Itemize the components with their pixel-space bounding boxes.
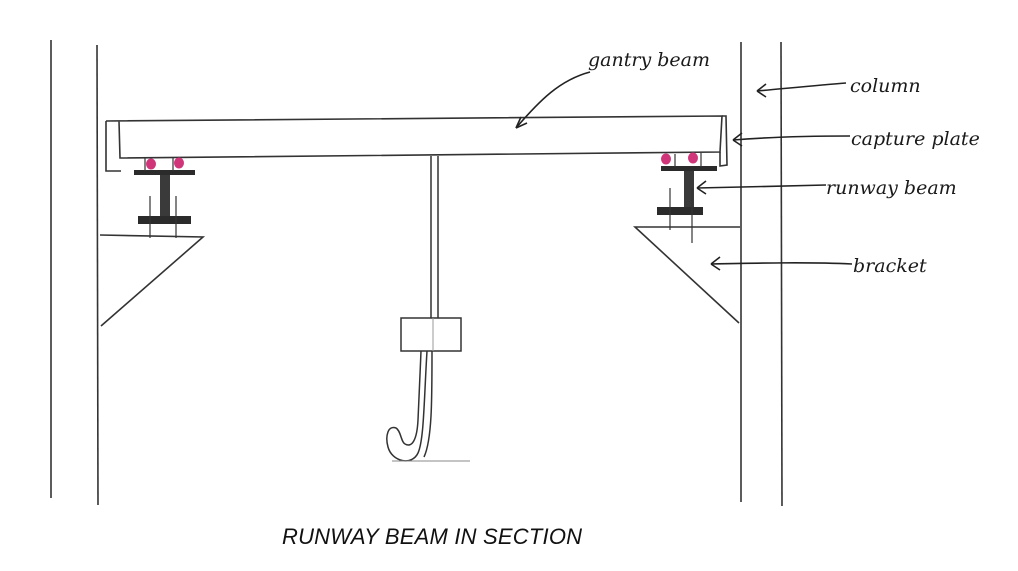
right-column-outer-line: [780, 41, 783, 507]
left-bracket-outline: [99, 234, 206, 327]
left-runway-bottom-flange: [138, 216, 191, 224]
gantry-beam: [105, 115, 728, 172]
hoist-assembly: [386, 156, 470, 462]
left-column-inner-line: [96, 44, 99, 506]
label-column: column: [850, 75, 921, 97]
label-bracket: bracket: [853, 255, 927, 277]
right-runway-top-flange: [661, 166, 717, 171]
capture-plate-leader: [732, 135, 851, 141]
left-column: [50, 40, 99, 506]
right-bracket: [632, 226, 740, 324]
left-runway-beam: [134, 157, 195, 238]
bracket-arrowhead: [710, 256, 721, 271]
right-runway-beam: [657, 152, 717, 243]
column-leader: [756, 82, 847, 92]
right-runway-web: [684, 171, 694, 209]
left-bracket: [99, 234, 206, 327]
gantry-beam-outline: [105, 115, 723, 159]
left-bolt-head-2: [174, 157, 184, 169]
crane-hook: [386, 350, 428, 462]
left-runway-top-flange: [134, 170, 195, 175]
right-bracket-outline: [632, 226, 740, 324]
annotation-arrows: [515, 71, 853, 271]
left-bolt-head-1: [146, 158, 156, 170]
crane-hook-inner: [423, 350, 433, 458]
right-bolt-head-1: [661, 153, 671, 165]
hook-block: [400, 317, 462, 352]
label-runway-beam: runway beam: [826, 177, 957, 199]
runway-beam-leader: [696, 184, 827, 189]
column-arrowhead: [756, 83, 767, 98]
right-capture-plate: [719, 115, 728, 167]
label-capture-plate: capture plate: [851, 128, 980, 150]
right-column: [740, 41, 783, 507]
label-gantry-beam: gantry beam: [588, 49, 710, 71]
gantry-beam-arrowhead: [515, 116, 528, 129]
bracket-leader: [710, 262, 853, 265]
gantry-beam-leader: [515, 71, 591, 129]
right-runway-bottom-flange: [657, 207, 703, 215]
diagram-caption: RUNWAY BEAM IN SECTION: [282, 524, 583, 549]
right-bolt-head-2: [688, 152, 698, 164]
left-capture-plate: [105, 121, 121, 172]
left-runway-web: [160, 175, 170, 217]
capture-plate-arrowhead: [732, 132, 743, 147]
runway-beam-arrowhead: [696, 180, 707, 195]
